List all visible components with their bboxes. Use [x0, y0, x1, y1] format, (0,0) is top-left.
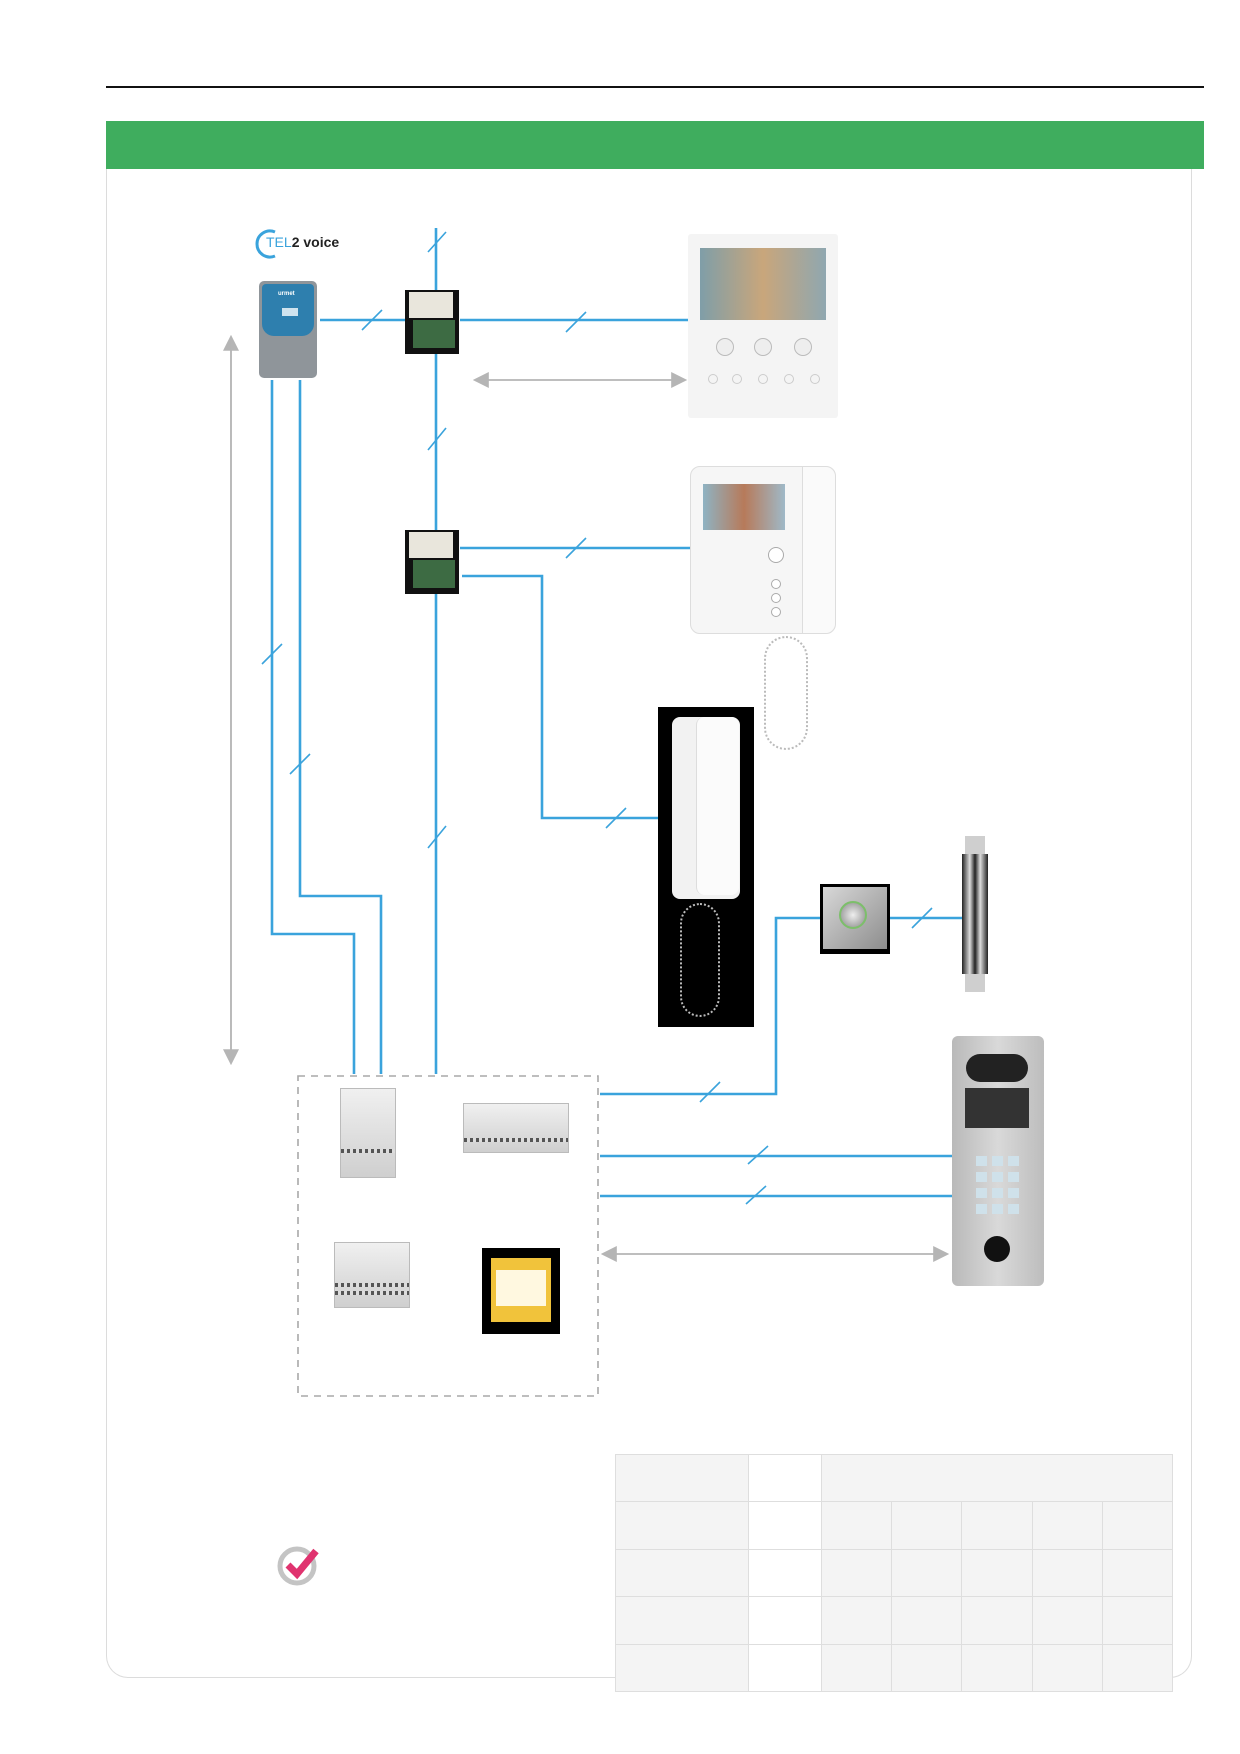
section-title-band — [106, 121, 1204, 169]
table-row — [615, 1596, 1174, 1645]
panel-display — [965, 1088, 1029, 1128]
wire-slash — [427, 427, 447, 451]
wire-slash — [427, 231, 447, 253]
table-cell — [1101, 1643, 1174, 1693]
exit-push-button — [820, 884, 890, 954]
header-rule — [106, 86, 1204, 88]
monitor-screen — [703, 484, 785, 530]
speaker-grille — [966, 1054, 1028, 1082]
table-cell — [1101, 1596, 1174, 1645]
table-cell — [748, 1453, 822, 1503]
table-cell — [615, 1596, 749, 1645]
handset-cord — [764, 636, 808, 750]
wire-slash — [565, 311, 587, 333]
table-cell — [1031, 1501, 1103, 1550]
wire-slash — [261, 643, 283, 665]
table-cell — [821, 1453, 1173, 1503]
table-cell — [615, 1548, 749, 1598]
wire-slash — [565, 537, 587, 559]
monitor-button — [754, 338, 772, 356]
table-row — [615, 1501, 1174, 1550]
table-header-row — [615, 1453, 1173, 1503]
interface-board-1 — [405, 290, 459, 354]
monitor-screen — [700, 248, 826, 320]
handset — [802, 467, 835, 633]
wire-slash — [745, 1185, 767, 1205]
table-cell — [820, 1643, 893, 1693]
power-supply-din — [340, 1088, 396, 1178]
table-cell — [1031, 1548, 1103, 1598]
relay-module-din — [334, 1242, 410, 1308]
video-monitor-handset — [690, 466, 836, 634]
table-cell — [615, 1501, 749, 1550]
control-box-enclosure — [297, 1075, 599, 1397]
wire-slash — [747, 1145, 769, 1165]
table-cell — [748, 1596, 822, 1645]
wire-gsm-down-2 — [298, 380, 383, 1074]
wire-slash — [361, 309, 383, 331]
interface-module-yellow — [482, 1248, 560, 1334]
table-row — [615, 1643, 1174, 1693]
camera-lens — [984, 1236, 1010, 1262]
table-cell — [1101, 1501, 1174, 1550]
tel2voice-logo: TEL2 voice — [253, 228, 343, 260]
wire-slash — [699, 1081, 721, 1103]
wire-slash — [911, 907, 933, 929]
wire-slash — [427, 825, 447, 849]
table-cell — [961, 1596, 1033, 1645]
table-row — [615, 1548, 1174, 1598]
wire-slash — [605, 807, 627, 829]
table-cell — [891, 1596, 963, 1645]
table-cell — [820, 1548, 893, 1598]
logo-arc-icon — [255, 229, 276, 259]
table-cell — [1031, 1643, 1103, 1693]
wire-gsm-down-1 — [270, 380, 356, 1074]
table-cell — [1031, 1596, 1103, 1645]
controller-din — [463, 1103, 569, 1153]
table-cell — [615, 1453, 749, 1503]
interface-board-2 — [405, 530, 459, 594]
table-cell — [961, 1643, 1033, 1693]
table-cell — [891, 1501, 963, 1550]
table-cell — [961, 1548, 1033, 1598]
monitor-button — [716, 338, 734, 356]
table-cell — [820, 1501, 893, 1550]
logo-text: TEL2 voice — [266, 234, 340, 250]
check-circle-icon — [277, 1546, 319, 1586]
table-cell — [748, 1643, 822, 1693]
outdoor-entrance-panel — [952, 1036, 1044, 1286]
tel2voice-module: urmet — [259, 281, 317, 378]
specification-table — [615, 1453, 1174, 1693]
table-cell — [820, 1596, 893, 1645]
table-cell — [748, 1501, 822, 1550]
wire-slash — [289, 753, 311, 775]
monitor-button — [794, 338, 812, 356]
table-cell — [961, 1501, 1033, 1550]
table-cell — [891, 1548, 963, 1598]
table-cell — [1101, 1548, 1174, 1598]
wire-box-button — [600, 916, 822, 1096]
video-monitor-handsfree — [688, 234, 838, 418]
wire-board2-audio — [462, 574, 660, 820]
table-cell — [615, 1643, 749, 1693]
electromagnetic-lock — [962, 836, 988, 992]
audio-handset — [658, 707, 754, 1027]
table-cell — [891, 1643, 963, 1693]
table-cell — [748, 1548, 822, 1598]
